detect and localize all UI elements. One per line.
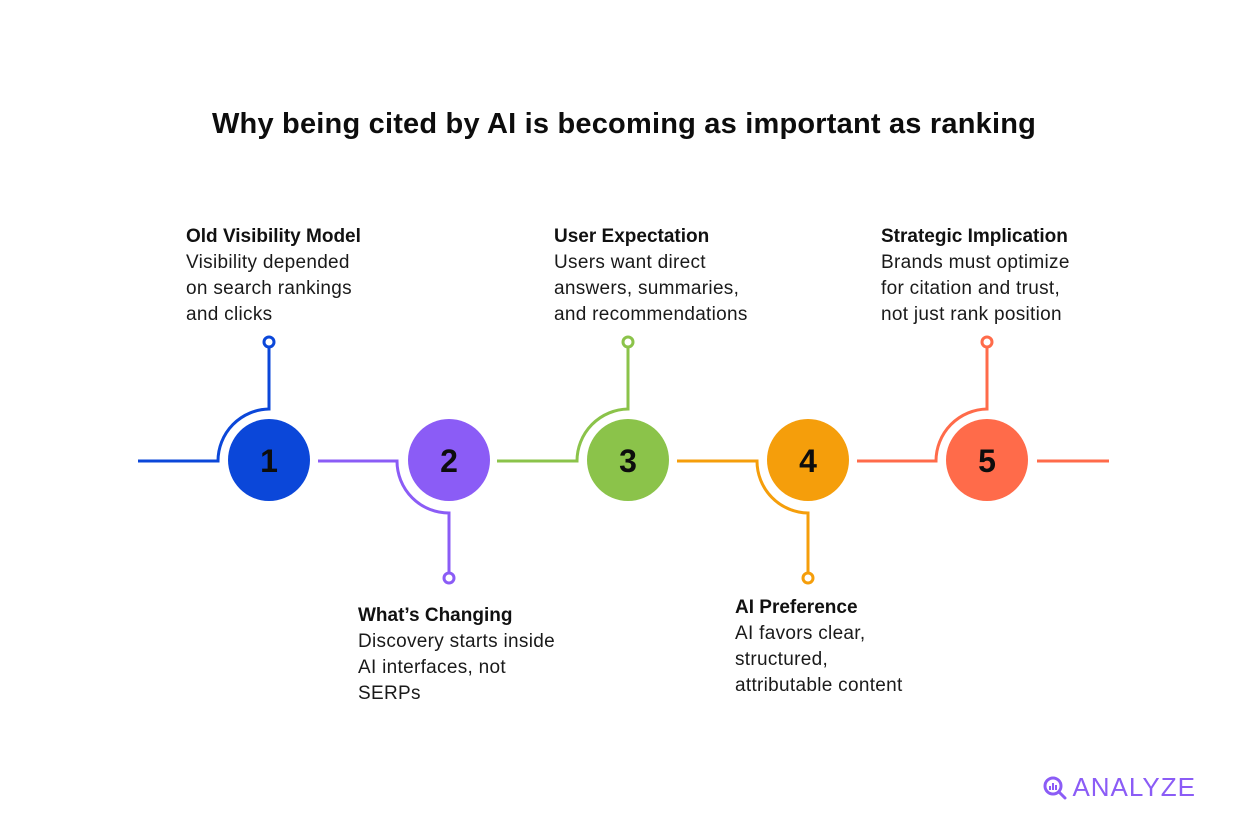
connector-segment-3 [497, 342, 630, 463]
step-circle-3 [587, 419, 669, 501]
step-circle-5 [946, 419, 1028, 501]
step-number-5: 5 [978, 443, 996, 479]
step-description-5: Brands must optimize for citation and tr… [881, 252, 1070, 325]
step-heading-4: AI Preference [735, 597, 858, 618]
connector-segment-2 [318, 459, 451, 578]
step-card-3: User Expectation Users want direct answe… [554, 224, 814, 328]
step-card-1: Old Visibility Model Visibility depended… [186, 224, 446, 328]
step-card-5: Strategic Implication Brands must optimi… [881, 224, 1141, 328]
logo-wordmark: ANALYZE [1072, 772, 1196, 802]
connector-endpoint-2 [442, 571, 456, 585]
step-heading-1: Old Visibility Model [186, 226, 361, 247]
step-circle-1 [228, 419, 310, 501]
connector-endpoint-5 [980, 335, 994, 349]
step-heading-3: User Expectation [554, 226, 710, 247]
step-card-4: AI Preference AI favors clear, structure… [735, 595, 995, 699]
step-description-4: AI favors clear, structured, attributabl… [735, 623, 903, 696]
page-title: Why being cited by AI is becoming as imp… [211, 108, 1037, 140]
connector-segment-4 [677, 459, 810, 578]
step-number-2: 2 [440, 443, 458, 479]
connector-endpoint-3 [621, 335, 635, 349]
step-circle-4 [767, 419, 849, 501]
connector-segment-5 [857, 342, 989, 463]
analyze-logo: ANALYZE [1042, 772, 1196, 803]
step-number-3: 3 [619, 443, 637, 479]
step-description-1: Visibility depended on search rankings a… [186, 252, 352, 325]
connector-endpoint-1 [262, 335, 276, 349]
step-heading-5: Strategic Implication [881, 226, 1068, 247]
step-card-2: What’s Changing Discovery starts inside … [358, 603, 618, 707]
step-number-4: 4 [799, 443, 817, 479]
step-heading-2: What’s Changing [358, 605, 513, 626]
connector-segment-1 [138, 342, 271, 463]
step-description-2: Discovery starts inside AI interfaces, n… [358, 631, 555, 704]
connector-endpoint-4 [801, 571, 815, 585]
step-description-3: Users want direct answers, summaries, an… [554, 252, 748, 325]
step-circle-2 [408, 419, 490, 501]
magnifier-chart-icon [1043, 776, 1067, 799]
step-number-1: 1 [260, 443, 278, 479]
